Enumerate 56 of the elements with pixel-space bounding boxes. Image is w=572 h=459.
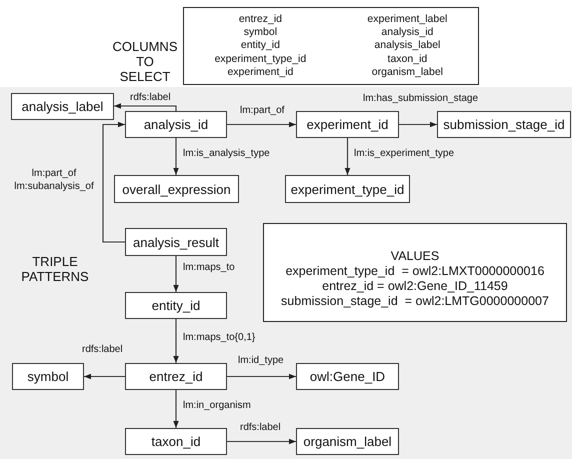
edge-label: lm:part_of <box>240 105 284 118</box>
node-box: analysis_result <box>125 228 227 256</box>
edge-label: lm:has_submission_stage <box>363 93 478 106</box>
column-name: organism_label <box>370 66 444 79</box>
node-box: experiment_type_id <box>285 175 410 203</box>
edge-label: lm:is_analysis_type <box>183 148 270 160</box>
triple-patterns-panel <box>0 87 572 459</box>
node-box: entity_id <box>125 292 227 319</box>
column-name: symbol <box>242 26 278 40</box>
node-box: submission_stage_id <box>437 111 571 138</box>
edge-label: rdfs:label <box>240 422 281 434</box>
arrow <box>114 103 177 111</box>
arrow <box>102 122 125 243</box>
section-heading: COLUMNS TO SELECT <box>111 40 178 85</box>
node-box: overall_expression <box>114 175 239 203</box>
node-box: analysis_label <box>11 93 114 120</box>
value-binding: experiment_type_id = owl2:LMXT0000000016 <box>286 264 544 278</box>
edge-label: rdfs:label <box>82 344 123 356</box>
column-name: entrez_id <box>238 13 284 26</box>
edge-label: lm:is_experiment_type <box>354 148 454 160</box>
column-name: experiment_id <box>226 66 294 79</box>
arrow <box>84 374 125 380</box>
values-heading: VALUES <box>390 248 440 264</box>
node-box: experiment_id <box>296 111 399 138</box>
edge-label: lm:maps_to{0,1} <box>183 332 256 344</box>
column-name: analysis_label <box>373 39 442 53</box>
arrow <box>344 138 350 175</box>
edge-label: lm:maps_to <box>183 262 235 274</box>
arrow <box>173 138 179 175</box>
values-box <box>263 223 567 322</box>
value-binding: submission_stage_id = owl2:LMTG0000000007 <box>281 294 549 308</box>
arrow <box>227 438 296 444</box>
column-name: entity_id <box>240 39 281 53</box>
arrow <box>227 122 296 128</box>
column-name: experiment_type_id <box>214 52 306 66</box>
edge-label: lm:in_organism <box>183 400 251 412</box>
node-box: taxon_id <box>125 428 227 455</box>
columns-box <box>183 7 479 85</box>
node-box: symbol <box>12 363 84 390</box>
node-box: analysis_id <box>125 111 227 138</box>
arrow <box>173 319 179 363</box>
edge-label: lm:part_of lm:subanalysis_of <box>13 168 95 193</box>
column-name: experiment_label <box>367 13 448 26</box>
column-name: taxon_id <box>386 52 428 66</box>
section-heading: TRIPLE PATTERNS <box>20 255 90 285</box>
edge-label: lm:id_type <box>238 355 284 368</box>
arrow <box>173 390 179 428</box>
edge-label: rdfs:label <box>130 92 171 104</box>
column-name: analysis_id <box>380 26 434 40</box>
value-binding: entrez_id = owl2:Gene_ID_11459 <box>322 278 508 294</box>
arrow <box>173 256 179 292</box>
arrow <box>227 374 296 380</box>
node-box: owl:Gene_ID <box>296 363 399 390</box>
arrow <box>399 122 437 128</box>
node-box: organism_label <box>296 428 399 455</box>
node-box: entrez_id <box>125 363 227 390</box>
